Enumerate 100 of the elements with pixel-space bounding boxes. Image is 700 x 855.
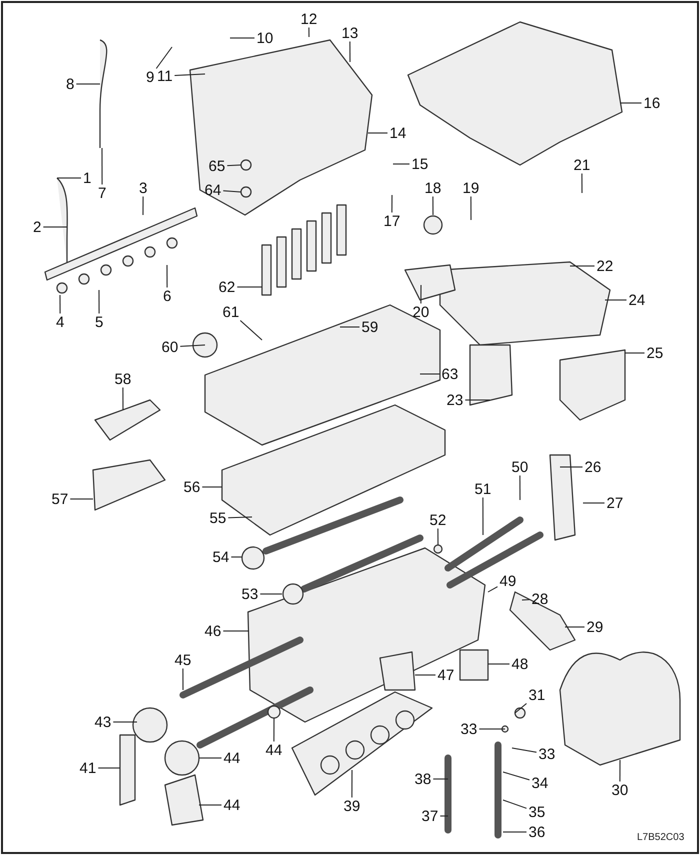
callout-number: 5 [95, 314, 104, 330]
leader-line [340, 326, 360, 328]
callout-number: 34 [532, 776, 548, 790]
callout-number: 27 [606, 496, 624, 510]
leader-line [166, 264, 168, 288]
leader-line [414, 674, 436, 676]
callout-number: 46 [204, 624, 222, 638]
callout-number: 25 [646, 346, 664, 360]
leader-line [502, 772, 530, 780]
callout-number: 47 [438, 668, 454, 682]
leader-line [228, 516, 252, 518]
leader-line [624, 352, 645, 354]
leader-line [432, 778, 448, 780]
callout-number: 38 [414, 772, 432, 786]
callout-number: 35 [528, 804, 546, 820]
leader-line [70, 498, 94, 500]
callout-number: 24 [628, 292, 646, 308]
callout-number: 51 [474, 482, 492, 496]
callout-number: 54 [212, 550, 230, 564]
leader-line [349, 41, 350, 62]
leader-line [182, 668, 184, 690]
figure-code: L7B52C03 [637, 832, 684, 843]
callout-number: 11 [157, 68, 173, 84]
callout-number: 21 [574, 158, 590, 172]
callout-number: 44 [266, 742, 282, 758]
leader-line [482, 497, 484, 536]
callout-number: 45 [174, 652, 192, 668]
callout-number: 9 [146, 70, 154, 84]
callout-number: 30 [612, 782, 628, 798]
leader-line [432, 196, 434, 216]
callout-number: 61 [222, 304, 240, 320]
leader-line [236, 286, 262, 288]
callout-number: 36 [528, 824, 546, 840]
callout-number: 39 [344, 798, 360, 814]
callout-number: 19 [462, 180, 480, 196]
leader-line [42, 226, 68, 228]
leader-line [437, 528, 438, 546]
callout-number: 26 [584, 460, 602, 474]
callout-number: 33 [460, 722, 478, 736]
callout-number: 20 [412, 304, 430, 320]
leader-line [522, 599, 530, 600]
leader-line [142, 196, 144, 216]
leader-line [222, 630, 250, 632]
leader-line [368, 132, 388, 134]
callout-number: 52 [430, 512, 446, 528]
callout-number: 4 [56, 314, 64, 330]
callout-number: 62 [218, 280, 236, 294]
callout-number: 55 [210, 510, 226, 526]
leader-line [273, 718, 274, 742]
leader-line [502, 800, 527, 809]
callout-number: 2 [33, 220, 42, 234]
leader-line [222, 190, 242, 192]
leader-line [470, 196, 472, 220]
leader-line [478, 728, 506, 730]
callout-number: 59 [362, 320, 378, 334]
callout-number: 6 [163, 288, 172, 304]
leader-line [619, 760, 620, 782]
leader-line [174, 74, 206, 76]
leader-line [308, 27, 310, 38]
leader-line [102, 148, 103, 185]
leader-line [202, 486, 222, 488]
callout-number: 17 [384, 214, 400, 228]
leader-line [122, 387, 124, 410]
leader-line [420, 284, 422, 304]
callout-number: 44 [224, 750, 240, 766]
callout-number: 29 [586, 620, 604, 634]
callout-number: 31 [528, 688, 546, 702]
callout-number: 13 [342, 26, 358, 40]
callout-number: 64 [204, 182, 222, 198]
callout-number: 3 [139, 180, 148, 196]
leader-line [581, 173, 582, 194]
callout-number: 65 [208, 158, 226, 174]
callout-number: 50 [512, 460, 528, 474]
callout-number: 53 [242, 586, 258, 602]
callout-number: 16 [644, 96, 660, 110]
callout-number: 1 [83, 170, 92, 186]
callout-number: 57 [52, 492, 68, 506]
callout-number: 58 [114, 372, 132, 386]
leader-line [488, 586, 498, 592]
leader-line [60, 294, 61, 314]
leader-line [230, 556, 242, 558]
leader-line [226, 164, 242, 166]
callout-number: 43 [94, 714, 112, 730]
callout-number: 41 [80, 760, 96, 776]
leader-line [519, 475, 520, 500]
leader-line [620, 102, 642, 104]
callout-number: 44 [224, 798, 240, 812]
leader-line [198, 804, 222, 806]
callout-number: 48 [512, 656, 528, 672]
leader-line [240, 320, 262, 340]
leader-line [512, 748, 537, 753]
leader-line [351, 770, 352, 798]
leader-line [564, 626, 585, 628]
callout-number: 49 [500, 574, 516, 588]
leader-line [514, 703, 527, 714]
callout-number: 22 [596, 258, 614, 274]
callout-number: 7 [98, 186, 106, 200]
callout-number: 60 [162, 340, 178, 354]
leader-line [156, 46, 172, 69]
callout-number: 63 [442, 366, 458, 382]
